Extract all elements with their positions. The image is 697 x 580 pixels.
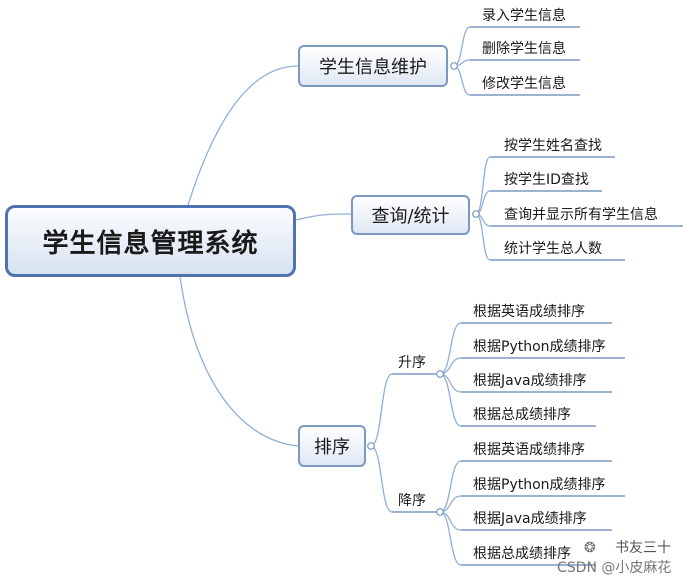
leaf-add-student[interactable]: 录入学生信息 [482,8,566,24]
leaf-desc-python[interactable]: 根据Python成绩排序 [473,477,606,493]
link-root-sorting [179,276,299,447]
leaf-asc-total[interactable]: 根据总成绩排序 [473,407,571,423]
branch-query-statistics[interactable]: 查询/统计 [351,195,470,235]
link-maintenance-leaf [453,65,471,96]
link-sorting-ascending [370,373,393,447]
leaf-modify-student[interactable]: 修改学生信息 [482,76,566,92]
knob-maintenance [450,62,458,70]
link-sorting-descending [370,445,393,513]
leaf-find-by-name[interactable]: 按学生姓名查找 [504,138,602,154]
link-descending-leaf [439,511,462,531]
watermark: CSDN @小皮麻花 [557,560,672,576]
leaf-asc-english[interactable]: 根据英语成绩排序 [473,304,585,320]
branch-sorting[interactable]: 排序 [298,425,366,467]
leaf-desc-english[interactable]: 根据英语成绩排序 [473,442,585,458]
leaf-delete-student[interactable]: 删除学生信息 [482,41,566,57]
group-ascending[interactable]: 升序 [398,355,426,371]
root-node[interactable]: 学生信息管理系统 [5,205,296,277]
leaf-asc-java[interactable]: 根据Java成绩排序 [473,373,587,389]
wechat-icon: ❂ [584,540,596,556]
leaf-show-all-students[interactable]: 查询并显示所有学生信息 [504,207,658,223]
link-root-maintenance [187,65,299,206]
leaf-find-by-id[interactable]: 按学生ID查找 [504,172,589,188]
branch-student-maintenance[interactable]: 学生信息维护 [298,45,448,87]
knob-query [472,210,480,218]
knob-descending [436,508,444,516]
link-query-leaf [475,156,491,215]
leaf-asc-python[interactable]: 根据Python成绩排序 [473,339,606,355]
watermark-overlay: 书友三十 [615,540,671,556]
knob-ascending [436,370,444,378]
leaf-desc-total[interactable]: 根据总成绩排序 [473,546,571,562]
leaf-desc-java[interactable]: 根据Java成绩排序 [473,511,587,527]
link-root-query [295,213,352,221]
knob-sorting [367,442,375,450]
group-descending[interactable]: 降序 [398,493,426,509]
link-ascending-leaf [439,373,462,393]
leaf-count-students[interactable]: 统计学生总人数 [504,241,602,257]
